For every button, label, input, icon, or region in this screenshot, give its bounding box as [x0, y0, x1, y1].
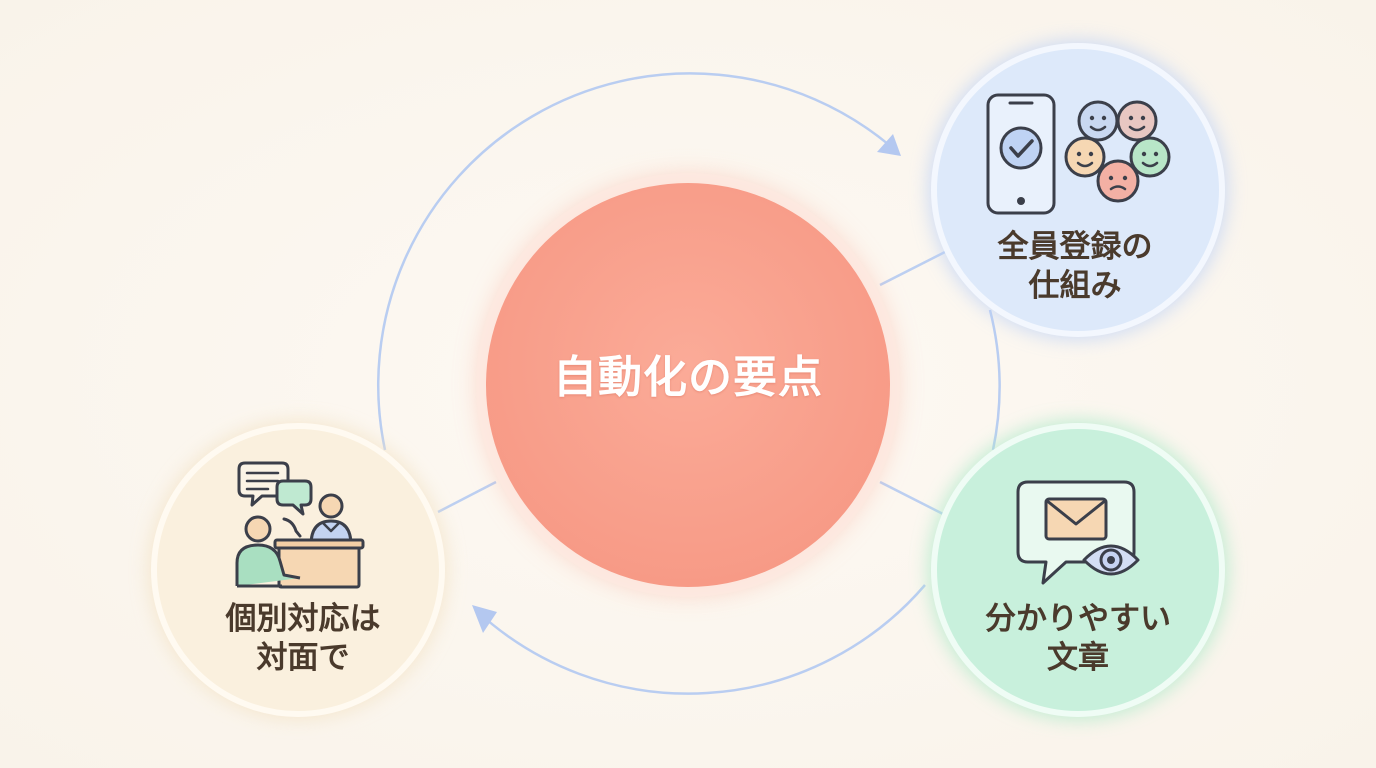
node-register-line-2: 仕組み — [1028, 267, 1122, 304]
spoke-register — [879, 250, 946, 287]
faces-group-icon — [1064, 100, 1171, 203]
cycle-arc-bottom — [477, 584, 926, 695]
node-clear-text-line-1: 分かりやすい — [985, 601, 1171, 637]
cycle-arc-top — [377, 72, 896, 451]
node-face-to-face-label: 個別対応は 対面で — [175, 600, 431, 678]
center-title: 自動化の要点 — [480, 350, 896, 405]
spoke-clear-text — [879, 480, 946, 517]
eye-icon — [1082, 544, 1140, 576]
node-clear-text-label: 分かりやすい 文章 — [950, 600, 1206, 678]
node-register-line-1: 全員登録の — [997, 229, 1153, 265]
node-clear-text-line-2: 文章 — [1047, 639, 1109, 676]
phone-check-icon — [986, 93, 1056, 215]
node-face-to-face-line-1: 個別対応は — [225, 601, 381, 637]
center-hub — [486, 183, 890, 587]
arrowhead-top — [877, 134, 901, 156]
center-title-text: 自動化の要点 — [553, 352, 823, 403]
node-face-to-face-line-2: 対面で — [256, 639, 350, 676]
node-clear-text — [931, 423, 1225, 717]
spoke-face-to-face — [437, 480, 497, 514]
consultation-desk-icon — [235, 461, 365, 589]
node-register-label: 全員登録の 仕組み — [960, 228, 1190, 306]
cycle-arc-right — [988, 309, 1001, 451]
arrowhead-bottom — [472, 605, 497, 633]
